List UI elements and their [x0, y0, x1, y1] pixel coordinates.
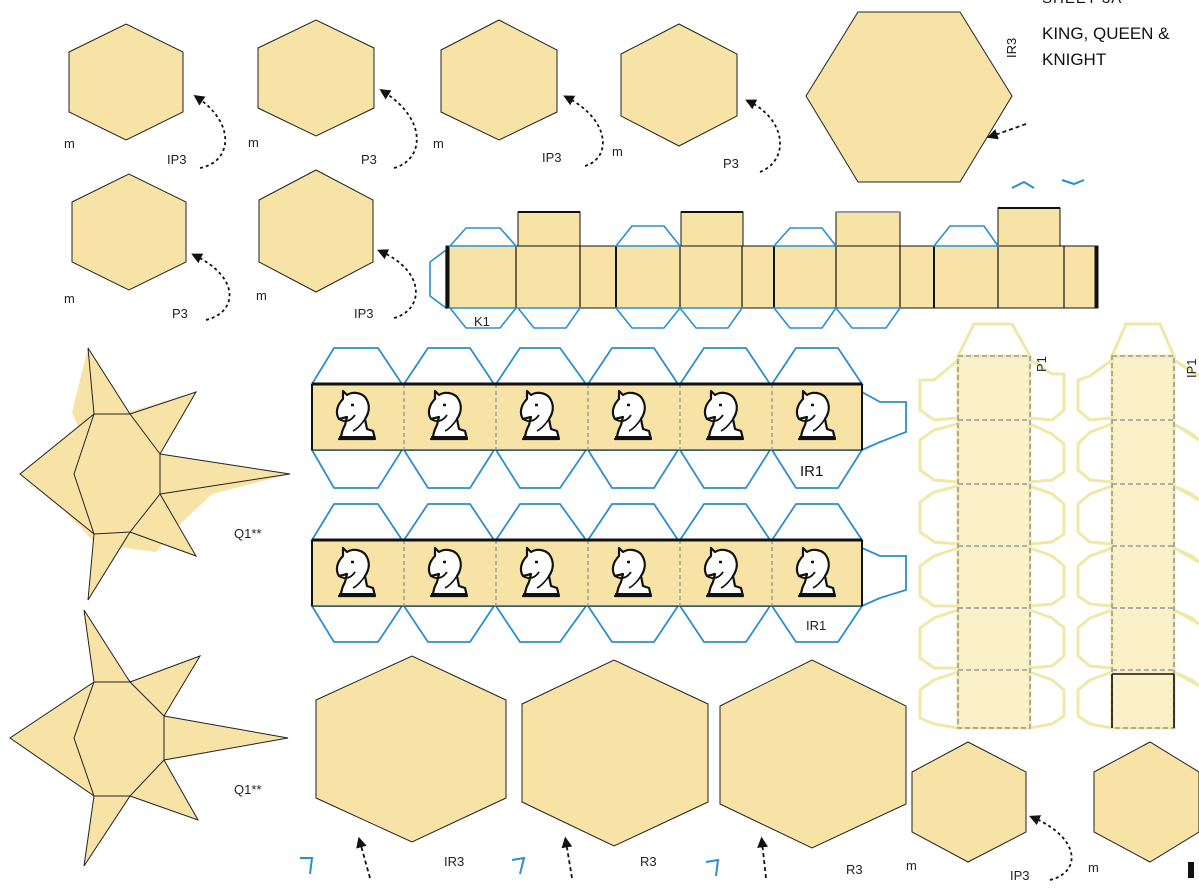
pale-strip-folds	[957, 355, 1175, 729]
strip-body	[311, 383, 863, 451]
title-line-2: KNIGHT	[1042, 50, 1107, 69]
label-r3: R3	[846, 862, 863, 877]
large-hexagon-piece	[805, 11, 1013, 183]
label-m: m	[906, 858, 917, 873]
top-box	[517, 211, 581, 247]
hexagon-piece	[911, 741, 1027, 863]
curved-arrow-icon	[379, 89, 418, 169]
sheet-label: SHEET 3A	[1042, 0, 1122, 10]
label-q1: Q1**	[234, 782, 261, 797]
hexagon-piece	[257, 19, 375, 137]
bottom-large-hexagons	[315, 655, 1199, 863]
label-m: m	[64, 291, 75, 306]
curved-arrow-icon	[745, 99, 781, 173]
king-strip: K1	[429, 207, 1099, 329]
label-m: m	[433, 136, 444, 151]
hexagon-piece	[71, 173, 187, 291]
strip-body	[311, 539, 863, 607]
label-ip3: IP3	[1010, 868, 1030, 883]
hexagon-piece	[521, 659, 709, 847]
label-ir3: IR3	[444, 854, 464, 869]
curved-arrow-icon	[1029, 815, 1073, 881]
hexagon-piece	[315, 655, 507, 843]
label-ip3: IP3	[542, 150, 562, 165]
hexagon-piece	[719, 659, 907, 849]
knight-strip-1: IR1	[310, 347, 907, 489]
label-m: m	[256, 288, 267, 303]
star-piece-1: Q1**	[19, 347, 291, 601]
blue-tab	[1011, 180, 1035, 189]
label-r3: R3	[640, 854, 657, 869]
blue-tab	[1061, 179, 1085, 186]
label-ip1: IP1	[1184, 358, 1199, 378]
label-ip3: IP3	[167, 152, 187, 167]
straight-arrow-icon	[986, 123, 1027, 140]
label-ip3: IP3	[354, 306, 374, 321]
top-box	[680, 211, 744, 247]
knight-strip-2: IR1	[310, 503, 907, 643]
small-hexagon-group-top	[68, 11, 1013, 183]
curved-arrow-icon	[193, 94, 226, 169]
small-hexagon-group-second: m P3 m IP3	[64, 169, 417, 321]
straight-arrow-icon	[757, 836, 768, 879]
hexagon-piece	[68, 23, 184, 141]
label-m: m	[64, 136, 75, 151]
label-m: m	[248, 135, 259, 150]
pale-strips	[918, 322, 1199, 730]
hexagon-piece	[1093, 741, 1199, 863]
hexagon-piece	[440, 19, 558, 141]
top-box	[835, 211, 901, 247]
label-k1: K1	[474, 314, 490, 329]
label-ir1: IR1	[806, 618, 826, 633]
strip-body	[445, 245, 1099, 309]
hexagon-piece	[620, 23, 738, 147]
top-row-labels: m IP3 m P3 m IP3 m P3	[64, 89, 1085, 189]
curved-arrow-icon	[563, 95, 604, 167]
curved-arrow-icon	[377, 249, 417, 319]
label-p3: P3	[172, 306, 188, 321]
side-tab	[429, 248, 447, 310]
straight-arrow-icon	[561, 836, 573, 879]
straight-arrow-icon	[356, 836, 371, 879]
curved-arrow-icon	[191, 253, 231, 321]
label-p1: P1	[1034, 356, 1049, 372]
label-m: m	[1088, 860, 1099, 875]
label-p3: P3	[361, 152, 377, 167]
bottom-labels: IR3 R3 R3 m IP3 m	[300, 815, 1194, 883]
label-ir1: IR1	[800, 463, 823, 480]
label-q1: Q1**	[234, 526, 261, 541]
title-line-1: KING, QUEEN &	[1042, 24, 1170, 43]
hexagon-piece	[258, 169, 374, 293]
label-m: m	[612, 144, 623, 159]
star-piece-2: Q1**	[9, 609, 289, 867]
label-p3: P3	[723, 156, 739, 171]
top-box	[997, 207, 1061, 247]
